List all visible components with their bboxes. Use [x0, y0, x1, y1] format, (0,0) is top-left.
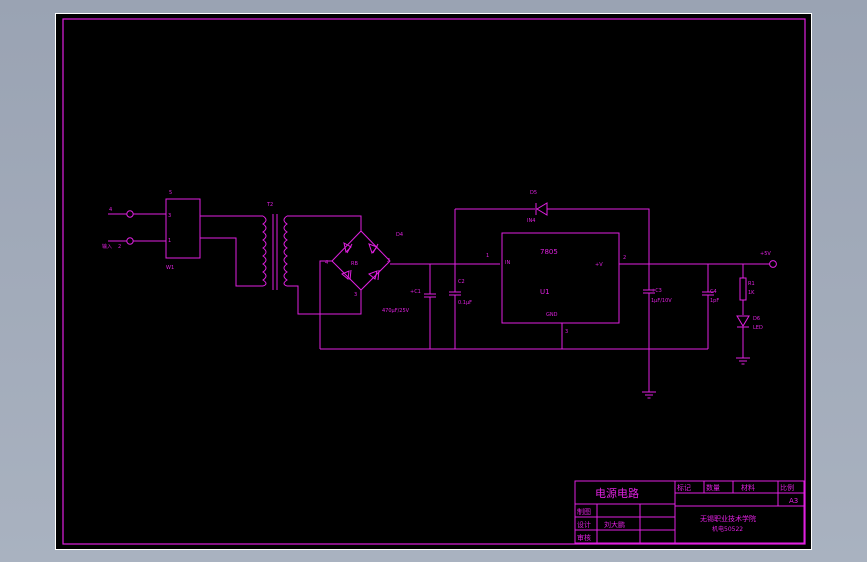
label-in2: 2	[118, 244, 121, 250]
label-c1-value: 470μF/25V	[382, 308, 410, 314]
label-transformer: T2	[266, 202, 273, 208]
circuit-wiring	[108, 198, 777, 392]
title-block-school: 无锡职业技术学院	[700, 514, 756, 523]
transformer-primary-coil	[262, 215, 267, 287]
label-ic-name: 7805	[540, 248, 558, 256]
label-conn-3: 3	[168, 213, 171, 219]
label-bridge: RB	[351, 261, 358, 267]
bridge-diodes	[341, 242, 380, 281]
label-ic-gnd: GND	[546, 312, 558, 318]
title-block-qty: 数量	[706, 483, 720, 492]
label-c1-ref: +C1	[410, 289, 421, 295]
title-block-drawing-title: 电源电路	[595, 486, 639, 500]
output-terminal	[769, 260, 777, 268]
label-c3-ref: +C3	[651, 288, 662, 294]
label-bridge-2: 2	[387, 258, 390, 264]
label-conn-ref: W1	[166, 265, 174, 271]
label-conn-top: 5	[169, 190, 172, 196]
ground-symbol-led	[736, 357, 750, 365]
bridge-rectifier	[331, 230, 391, 291]
sheet-edge	[55, 13, 812, 550]
label-in4: 4	[109, 207, 112, 213]
title-block-design: 设计	[577, 520, 591, 529]
title-block-class: 机电50522	[712, 525, 743, 533]
title-block-sheet-size: A3	[789, 497, 798, 505]
label-c4-ref: C4	[710, 289, 717, 295]
label-bridge-4: 4	[325, 260, 328, 266]
label-pin-3: 3	[565, 329, 568, 335]
label-c2-value: 0.1μF	[458, 300, 472, 306]
drawing-border	[62, 18, 806, 545]
label-c3-value: 1μF/10V	[651, 298, 672, 304]
title-block-material: 材料	[741, 483, 755, 492]
label-diode-model: IN4	[527, 218, 535, 224]
label-d4: D4	[396, 232, 403, 238]
label-ic-ref: U1	[540, 288, 550, 296]
regulator-u1-7805	[501, 232, 620, 324]
label-r1-value: 1K	[748, 290, 755, 296]
label-pin-in: IN	[505, 260, 510, 266]
label-pin-1: 1	[486, 253, 489, 259]
led-d6	[736, 315, 750, 328]
label-pin-out: +V	[595, 262, 603, 268]
title-block-designer: 刘大鹏	[604, 520, 625, 529]
label-c4-value: 1pF	[710, 298, 719, 304]
label-input: 输入	[102, 243, 112, 250]
label-conn-1: 1	[168, 238, 171, 244]
label-diode-ref: D5	[530, 190, 537, 196]
label-c2-ref: C2	[458, 279, 465, 285]
title-block-scale: 比例	[780, 483, 794, 492]
label-bridge-3: 3	[354, 292, 357, 298]
label-pin-2: 2	[623, 255, 626, 261]
drawing-sheet	[55, 13, 812, 550]
label-output: +5V	[760, 251, 771, 257]
diode-d5	[535, 202, 548, 216]
title-block	[574, 480, 805, 544]
title-block-draw: 制图	[577, 507, 591, 516]
title-block-mark: 标记	[677, 483, 691, 492]
label-led-value: LED	[753, 325, 763, 331]
title-block-check: 审核	[577, 533, 591, 542]
label-r1-ref: R1	[748, 281, 755, 287]
transformer-secondary-coil	[283, 215, 288, 287]
ground-symbol-c3	[642, 391, 656, 399]
input-connector-w1	[165, 198, 201, 259]
label-led-ref: D6	[753, 316, 760, 322]
